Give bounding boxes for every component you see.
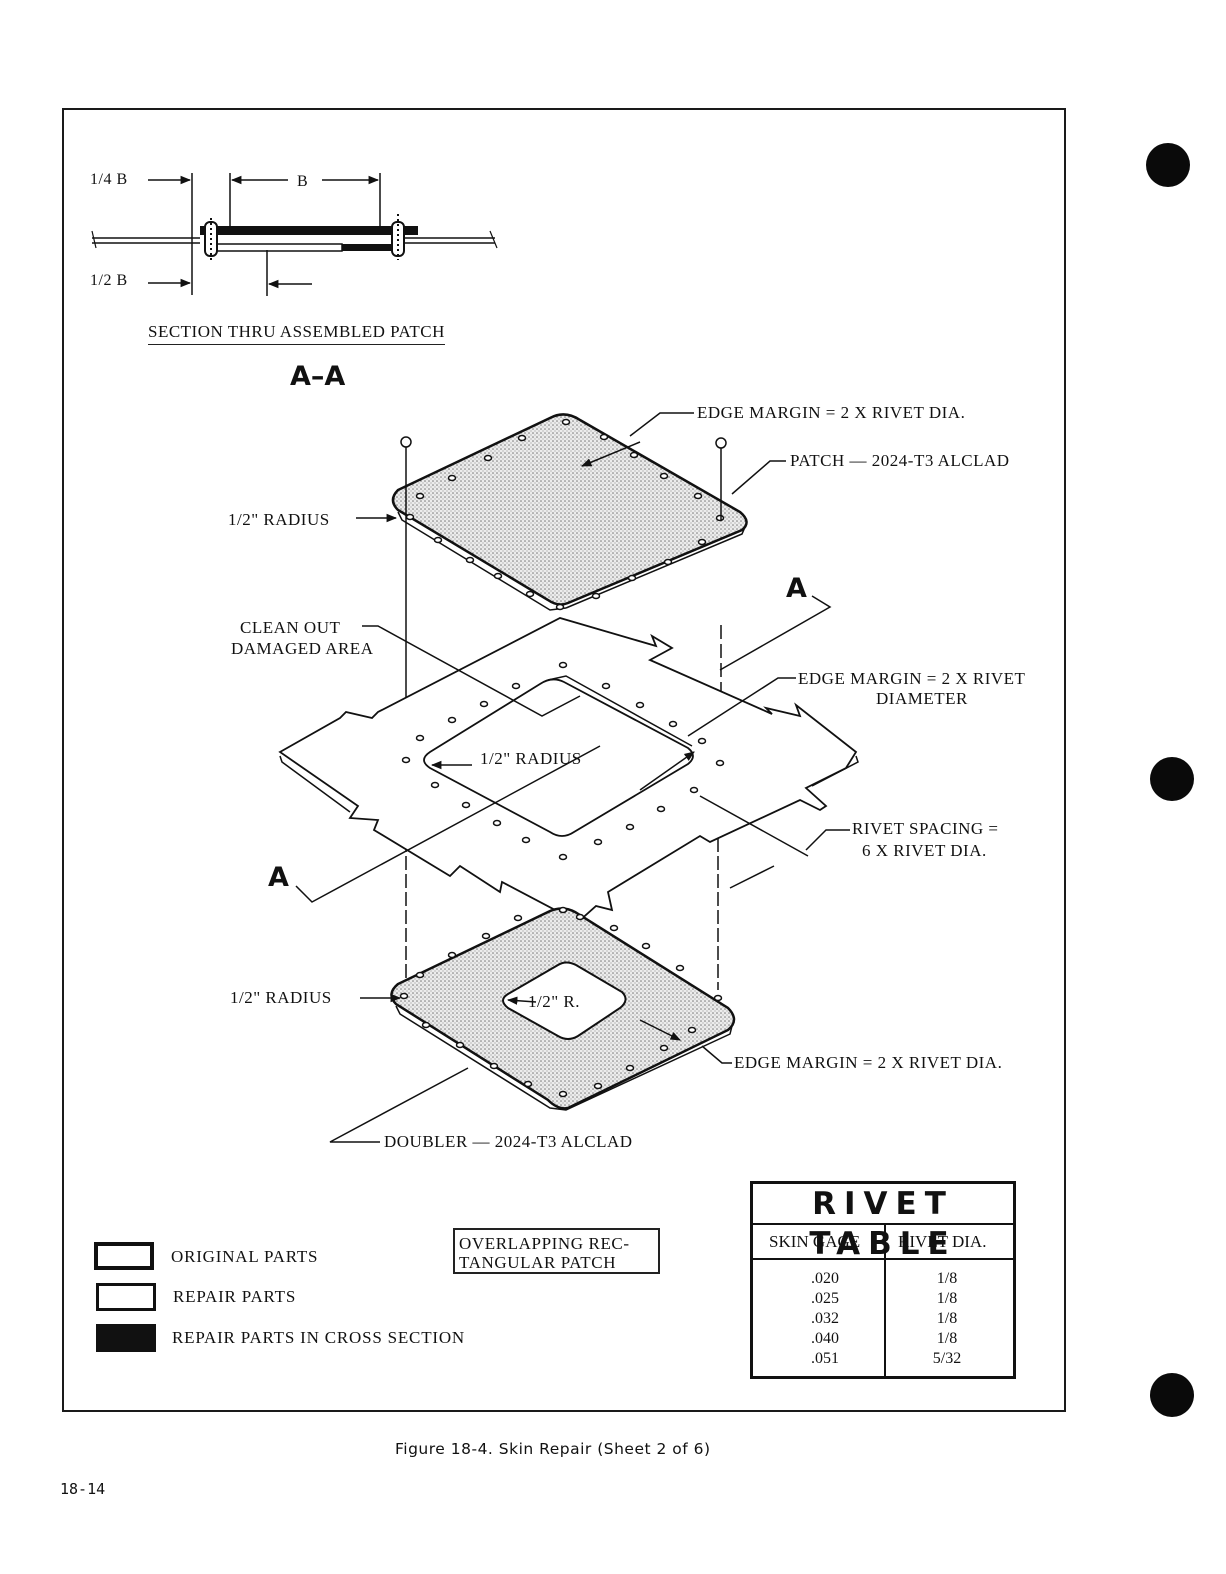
callout-edge-margin-top: EDGE MARGIN = 2 X RIVET DIA. [697, 403, 966, 422]
doubler-rivet-holes [399, 906, 723, 1098]
callout-edge-margin-bottom: EDGE MARGIN = 2 X RIVET DIA. [734, 1053, 1003, 1072]
legend-repair-parts: REPAIR PARTS [173, 1287, 297, 1306]
col-rivet-dia: RIVET DIA. [898, 1232, 987, 1251]
rivet-table-title: RIVET TABLE [753, 1184, 1013, 1262]
callout-rivet-spacing-1: RIVET SPACING = [852, 819, 999, 838]
col-skin-gage: SKIN GAGE [769, 1232, 861, 1251]
rivet-dia-cell: 1/8 [936, 1330, 958, 1347]
section-mark-a-left: A [268, 862, 289, 893]
section-aa-drawing [91, 173, 498, 296]
patch-rivet-holes [405, 418, 725, 611]
binder-punch-hole [1146, 143, 1190, 187]
callout-edge-margin-mid-1: EDGE MARGIN = 2 X RIVET [798, 669, 1026, 688]
callout-radius-r: 1/2" R. [528, 992, 581, 1011]
dim-half-b: 1/2 B [90, 272, 128, 289]
callout-radius-top: 1/2" RADIUS [228, 510, 330, 529]
callout-rivet-spacing-2: 6 X RIVET DIA. [862, 841, 987, 860]
patch-plate [391, 413, 748, 611]
section-title: SECTION THRU ASSEMBLED PATCH [148, 322, 445, 345]
legend-swatch-repair-parts-cross-section [96, 1324, 156, 1352]
skin-gage-cell: .040 [811, 1330, 839, 1347]
figure-caption: Figure 18-4. Skin Repair (Sheet 2 of 6) [395, 1440, 711, 1458]
patch-cross-section [200, 226, 418, 235]
rivet-right [391, 214, 405, 260]
section-view-label: A–A [290, 361, 346, 392]
legend-swatch-original-parts [94, 1242, 154, 1270]
patch-type-line-2: TANGULAR PATCH [459, 1253, 617, 1272]
rivet-dia-cell: 1/8 [936, 1290, 958, 1307]
rivet-dia-cell: 1/8 [936, 1310, 958, 1327]
rivet-table: RIVET TABLE SKIN GAGE RIVET DIA. .020 1/… [750, 1181, 1016, 1379]
callout-edge-margin-mid-2: DIAMETER [876, 689, 968, 708]
dim-b: B [297, 173, 309, 190]
legend-repair-parts-cross-section: REPAIR PARTS IN CROSS SECTION [172, 1328, 465, 1347]
binder-punch-hole [1150, 757, 1194, 801]
doubler-plate [390, 907, 736, 1111]
skin-gage-cell: .020 [811, 1270, 839, 1287]
dim-quarter-b: 1/4 B [90, 171, 128, 188]
callout-radius-mid: 1/2" RADIUS [480, 749, 582, 768]
doubler-cross-section [211, 243, 343, 252]
patch-type-line-1: OVERLAPPING REC- [459, 1234, 630, 1253]
callout-clean-out-2: DAMAGED AREA [231, 639, 374, 658]
callout-doubler: DOUBLER — 2024-T3 ALCLAD [384, 1132, 633, 1151]
patch-type-label: OVERLAPPING REC- TANGULAR PATCH [453, 1228, 660, 1274]
rivet-dia-cell: 5/32 [932, 1350, 962, 1367]
legend-original-parts: ORIGINAL PARTS [171, 1247, 319, 1266]
section-mark-a-right: A [786, 573, 807, 604]
skin-rivet-holes [401, 661, 725, 861]
skin-gage-cell: .032 [811, 1310, 839, 1327]
skin-gage-cell: .025 [811, 1290, 839, 1307]
rivet-dia-cell: 1/8 [936, 1270, 958, 1287]
page-number: 18-14 [60, 1480, 106, 1498]
leader-lines [295, 412, 850, 1143]
callout-clean-out-1: CLEAN OUT [240, 618, 341, 637]
rivet-table-header: SKIN GAGE RIVET DIA. [753, 1225, 1013, 1260]
rivet-table-divider [884, 1225, 886, 1376]
callout-patch: PATCH — 2024-T3 ALCLAD [790, 451, 1010, 470]
skin-gage-cell: .051 [811, 1350, 839, 1367]
legend-swatch-repair-parts [96, 1283, 156, 1311]
callout-radius-bottom: 1/2" RADIUS [230, 988, 332, 1007]
binder-punch-hole [1150, 1373, 1194, 1417]
original-skin [278, 617, 859, 924]
rivet-left [204, 218, 218, 260]
figure-frame [62, 108, 1066, 1412]
